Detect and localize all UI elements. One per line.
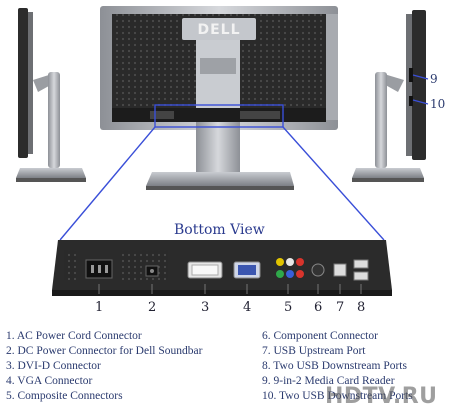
right-side-view: [352, 10, 429, 182]
dvi-connector: [187, 261, 223, 279]
legend-item-1: 1. AC Power Cord Connector: [6, 330, 142, 342]
component-connector: [311, 263, 325, 277]
callout-9: 9: [430, 72, 438, 86]
bottom-view-title: Bottom View: [174, 222, 265, 238]
port-number-5: 5: [284, 300, 293, 315]
port-number-7: 7: [336, 300, 345, 315]
legend-item-6: 6. Component Connector: [262, 330, 378, 342]
dc-power-connector: [145, 265, 159, 277]
dell-logo: DELL: [197, 22, 240, 38]
legend-item-3: 3. DVI-D Connector: [6, 360, 101, 372]
port-number-2: 2: [148, 300, 157, 315]
port-number-1: 1: [95, 300, 104, 315]
ac-power-connector: [85, 259, 113, 279]
legend-item-9: 9. 9-in-2 Media Card Reader: [262, 375, 395, 387]
usb-upstream-port: [333, 263, 347, 277]
callout-lines: [59, 104, 385, 241]
port-number-8: 8: [357, 300, 366, 315]
legend-item-8: 8. Two USB Downstream Ports: [262, 360, 407, 372]
legend-item-4: 4. VGA Connector: [6, 375, 93, 387]
legend-item-5: 5. Composite Connectors: [6, 390, 123, 402]
left-side-view: [16, 8, 86, 182]
callout-10: 10: [430, 97, 446, 111]
legend-item-2: 2. DC Power Connector for Dell Soundbar: [6, 345, 203, 357]
port-number-6: 6: [314, 300, 323, 315]
legend-item-10: 10. Two USB Downstream Ports: [262, 390, 413, 402]
port-number-3: 3: [201, 300, 210, 315]
vga-connector: [233, 261, 261, 279]
usb-downstream-ports: [353, 259, 369, 281]
port-number-4: 4: [243, 300, 252, 315]
watermark: HDTV.RU: [325, 384, 438, 409]
composite-connectors: [276, 258, 304, 278]
legend-item-7: 7. USB Upstream Port: [262, 345, 366, 357]
port-number-ticks: [98, 284, 362, 294]
back-view: [100, 6, 338, 190]
